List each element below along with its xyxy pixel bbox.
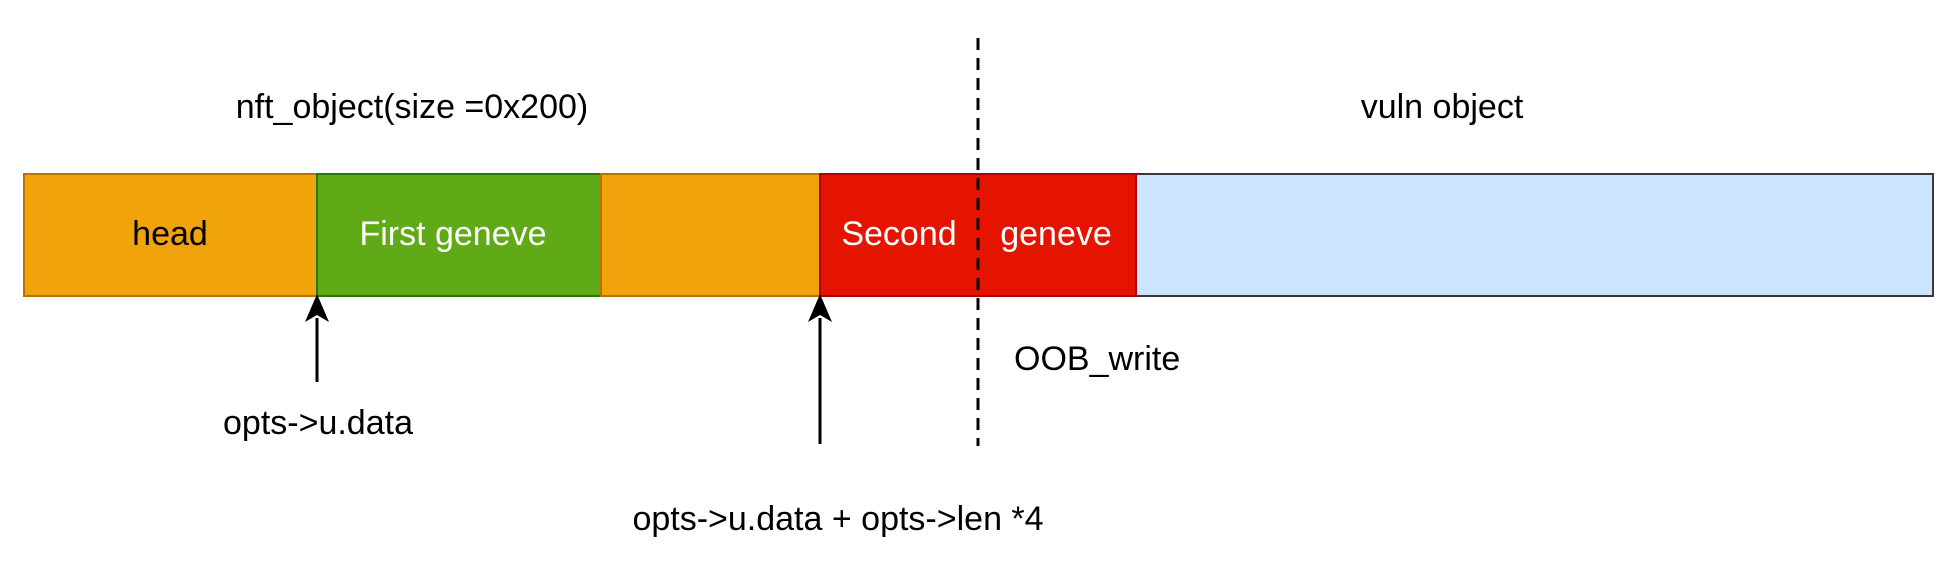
first-geneve-block — [316, 173, 602, 297]
padding-block — [600, 173, 821, 297]
geneve-label: geneve — [1000, 215, 1112, 253]
second-label: Second — [841, 215, 956, 253]
second-geneve-block — [819, 173, 1137, 297]
oob-write-label: OOB_write — [1014, 340, 1180, 378]
pointer-data-arrow-head — [305, 294, 329, 322]
pointer-data-label: opts->u.data — [223, 404, 413, 442]
first-geneve-label: First geneve — [359, 215, 546, 253]
head-block — [23, 173, 318, 297]
pointer-data-len-label: opts->u.data + opts->len *4 — [632, 500, 1043, 538]
vuln-object-title: vuln object — [1361, 88, 1524, 126]
head-label: head — [132, 215, 208, 253]
vuln-object-block — [1135, 173, 1934, 297]
nft-object-title: nft_object(size =0x200) — [236, 88, 588, 126]
pointer-data-len-arrow-head — [808, 294, 832, 322]
